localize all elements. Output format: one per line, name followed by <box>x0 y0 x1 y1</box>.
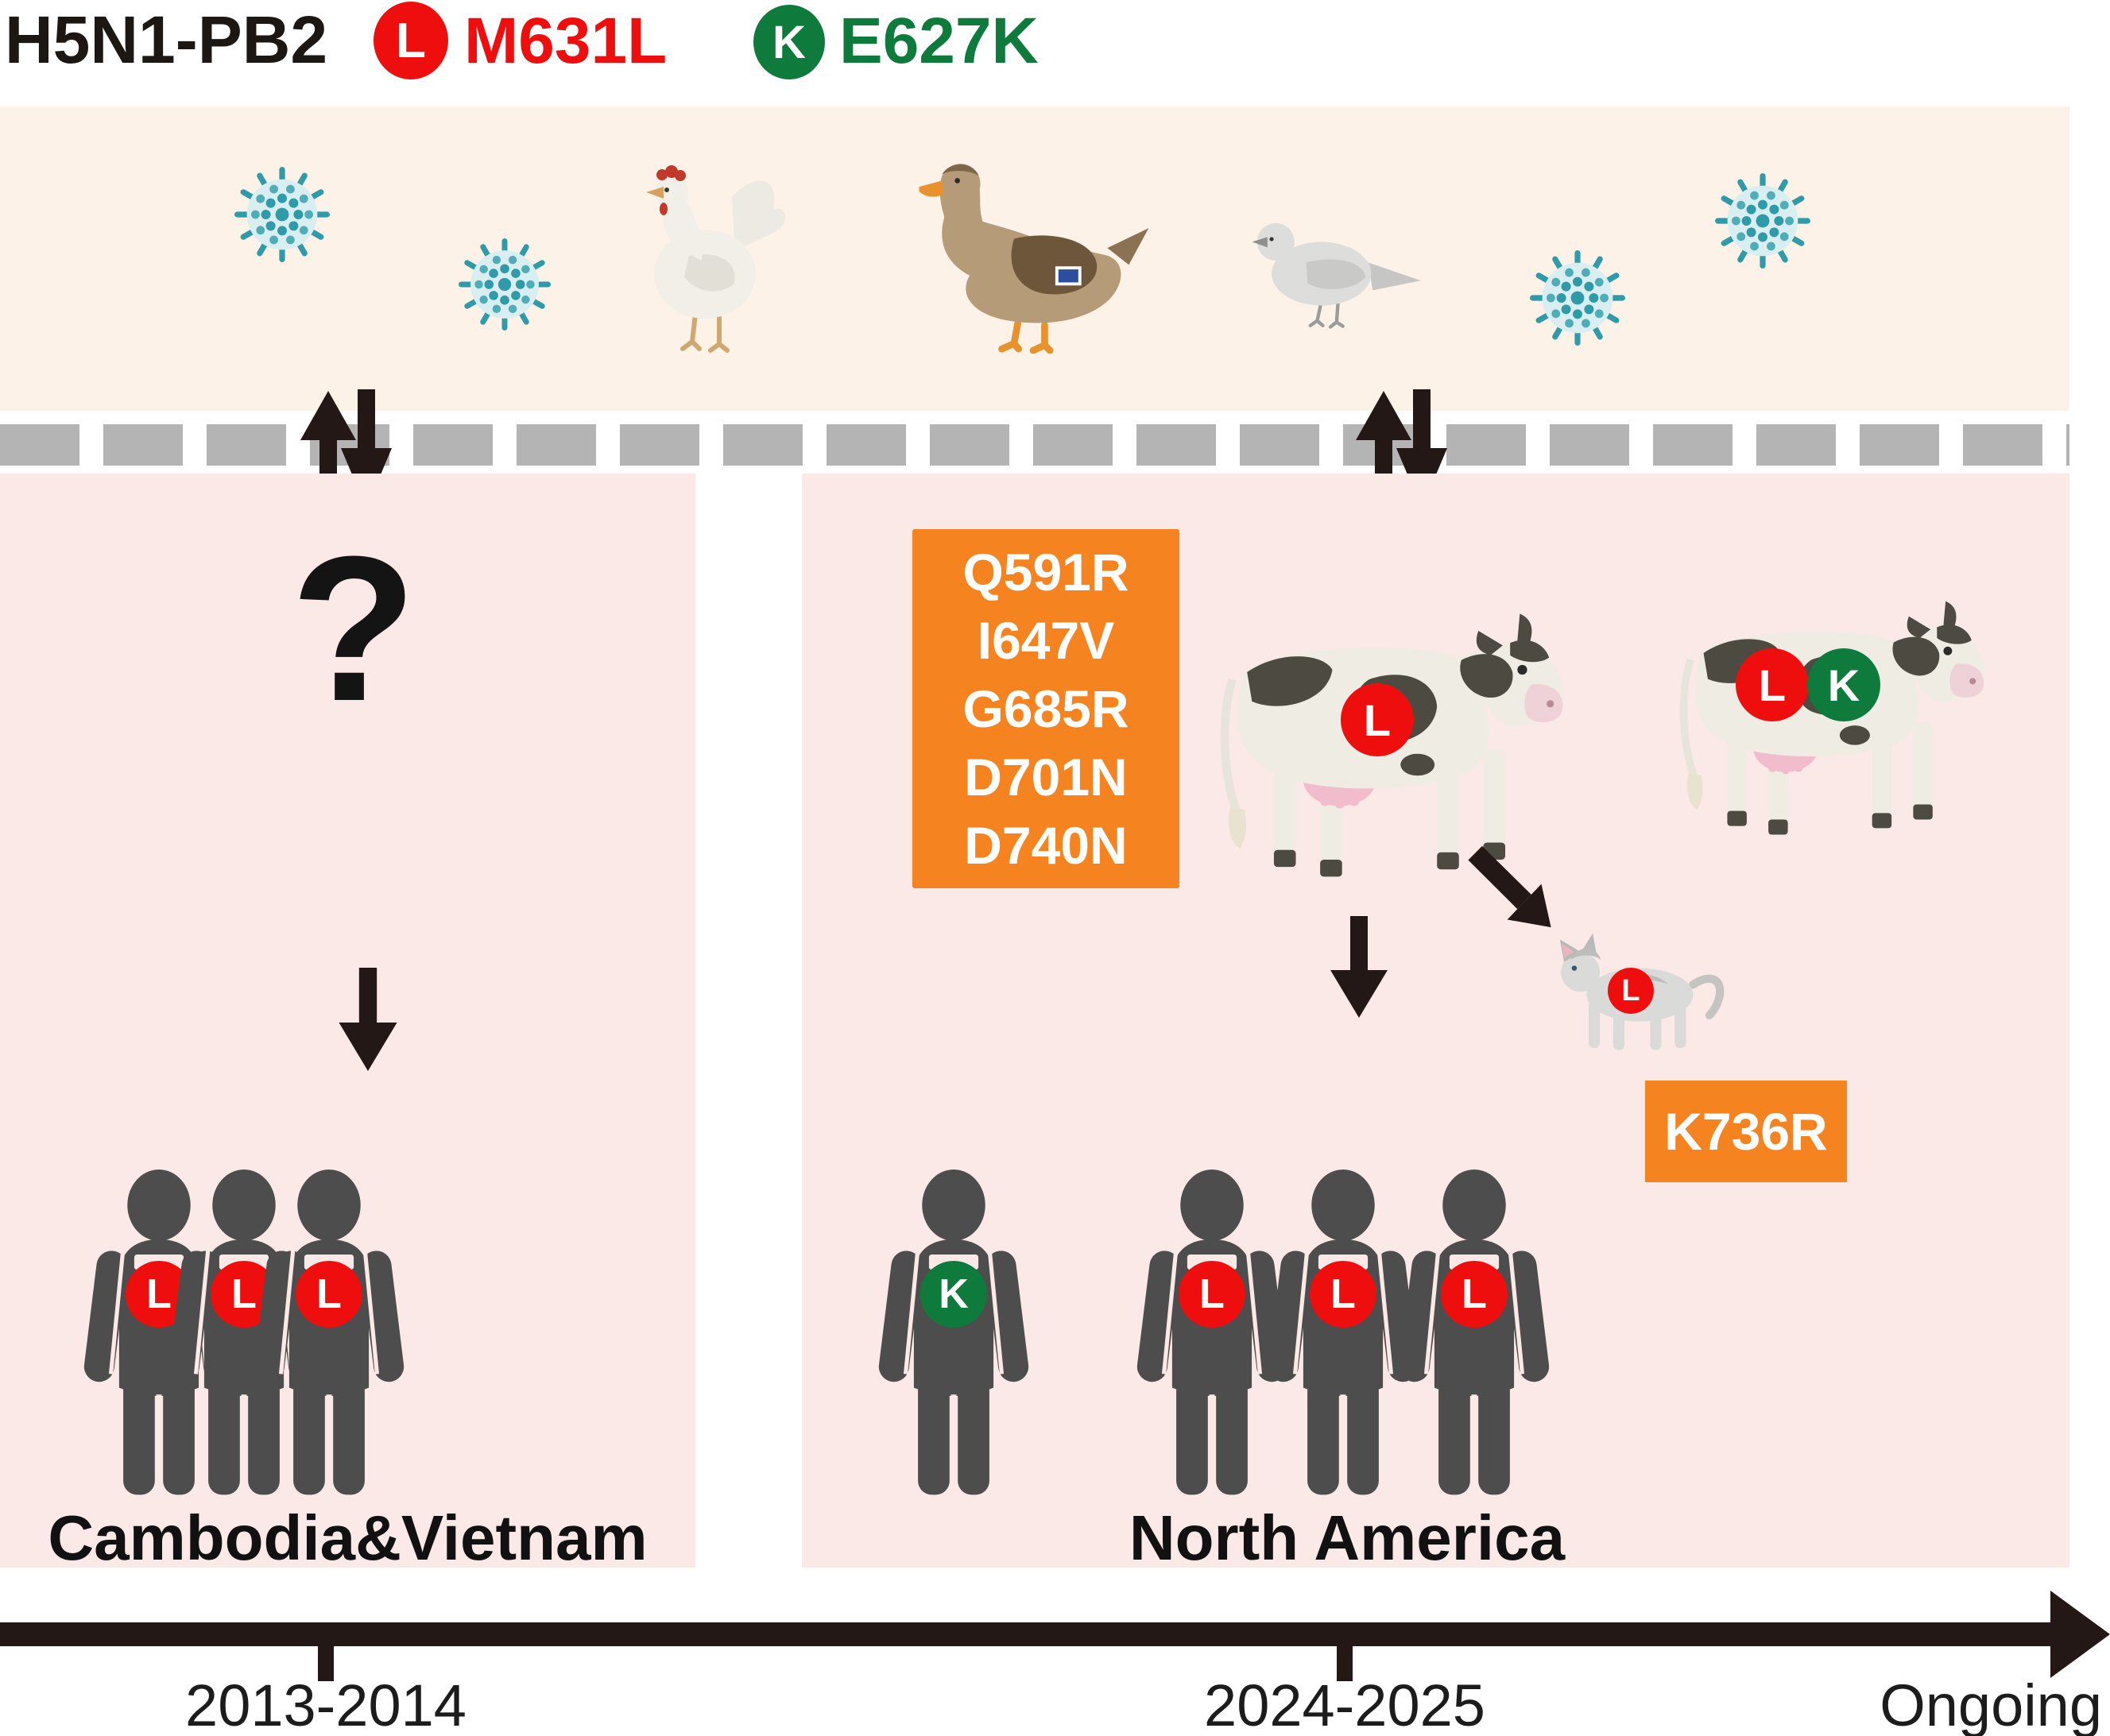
virus-icon <box>459 238 551 331</box>
timeline-axis <box>0 1622 2060 1646</box>
mutation-line: D740N <box>964 816 1128 875</box>
virus-icon <box>234 167 330 262</box>
legend-mutation-E627K: E627K <box>839 5 1039 77</box>
cat-mutation-box: K736R <box>1645 1081 1847 1182</box>
mutation-line: Q591R <box>962 543 1129 601</box>
mutation-badge: L <box>296 1261 362 1328</box>
diagonal-arrow-icon <box>1464 844 1558 933</box>
mutation-line: G685R <box>962 679 1129 738</box>
timeline-label-ongoing: Ongoing <box>1880 1672 2102 1736</box>
person-icon <box>1268 1148 1419 1518</box>
mutation-line: I647V <box>977 611 1115 670</box>
mutation-badge: L <box>1608 968 1654 1014</box>
mutation-line: D701N <box>964 748 1128 806</box>
human-case: K <box>878 1148 1029 1518</box>
mutation-badge: L <box>1310 1261 1376 1328</box>
figure-title: H5N1-PB2 <box>5 2 328 77</box>
duck-icon <box>894 147 1172 354</box>
timeline-label-2024-2025: 2024-2025 <box>1204 1672 1485 1736</box>
pb2-mutation-list-box: Q591R I647V G685R D701N D740N <box>912 529 1179 888</box>
human-case: L <box>1268 1148 1419 1518</box>
sparrow-icon <box>1240 199 1427 338</box>
chicken-icon <box>612 151 803 358</box>
mutation-badge: K <box>1807 648 1880 721</box>
human-case: L <box>1136 1148 1287 1518</box>
down-arrow-icon <box>332 968 404 1073</box>
region-label-north-america: North America <box>1129 1502 1566 1573</box>
timeline-arrowhead-icon <box>2050 1591 2110 1678</box>
legend-badge-L: L <box>374 2 448 79</box>
timeline-tick <box>1337 1646 1353 1681</box>
mutation-badge: L <box>1179 1261 1245 1328</box>
person-icon <box>1399 1148 1550 1518</box>
timeline-label-2013-2014: 2013-2014 <box>185 1672 467 1736</box>
human-case: L <box>254 1148 405 1518</box>
person-icon <box>1136 1148 1287 1518</box>
person-icon <box>878 1148 1029 1518</box>
legend-mutation-M631L: M631L <box>464 5 668 77</box>
mutation-badge: K <box>920 1261 987 1328</box>
avian-reservoir-band <box>0 106 2069 411</box>
human-case: L <box>1399 1148 1550 1518</box>
region-label-cambodia-vietnam: Cambodia&Vietnam <box>48 1502 648 1573</box>
mutation-badge: L <box>1736 648 1809 721</box>
legend-badge-K: K <box>753 5 825 79</box>
virus-icon <box>1715 173 1810 269</box>
person-icon <box>254 1148 405 1518</box>
unknown-pathway-question-mark: ? <box>290 514 417 744</box>
timeline-tick <box>318 1646 334 1681</box>
virus-icon <box>1530 250 1625 346</box>
mutation-badge: L <box>1441 1261 1508 1328</box>
mutation-badge: L <box>1341 683 1414 756</box>
down-arrow-icon <box>1324 914 1394 1022</box>
